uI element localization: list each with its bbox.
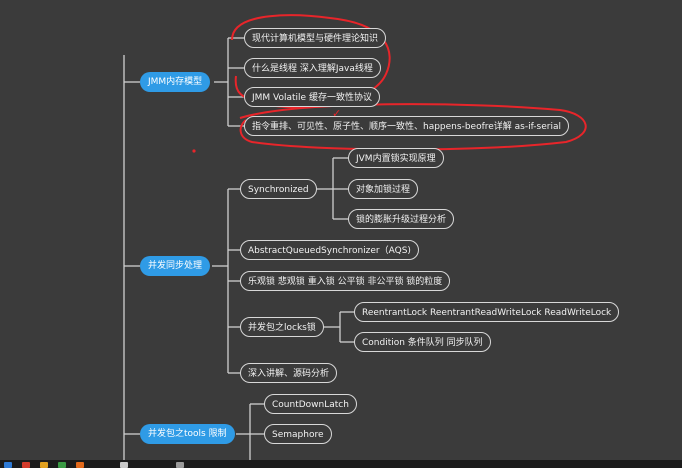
taskbar-app-icon[interactable] xyxy=(40,462,48,468)
taskbar-app-icon[interactable] xyxy=(120,462,128,468)
annotation-check-mark: ✓ xyxy=(332,107,342,120)
node-countdownlatch[interactable]: CountDownLatch xyxy=(264,394,357,414)
node-jmm-volatile[interactable]: JMM Volatile 缓存一致性协议 xyxy=(244,87,380,107)
taskbar-app-icon[interactable] xyxy=(22,462,30,468)
node-computer-model[interactable]: 现代计算机模型与硬件理论知识 xyxy=(244,28,387,48)
node-object-locking[interactable]: 对象加锁过程 xyxy=(348,179,419,199)
annotation-ellipse-bottom xyxy=(239,103,587,151)
taskbar-app-icon[interactable] xyxy=(4,462,12,468)
category-tools[interactable]: 并发包之tools 限制 xyxy=(140,424,235,444)
taskbar-app-icon[interactable] xyxy=(176,462,184,468)
node-reentrant-lock[interactable]: ReentrantLock ReentrantReadWriteLock Rea… xyxy=(354,302,620,322)
taskbar-app-icon[interactable] xyxy=(58,462,66,468)
category-jmm[interactable]: JMM内存模型 xyxy=(140,72,211,92)
node-condition-queue[interactable]: Condition 条件队列 同步队列 xyxy=(354,332,491,352)
category-sync[interactable]: 并发同步处理 xyxy=(140,256,211,276)
node-java-thread[interactable]: 什么是线程 深入理解Java线程 xyxy=(244,58,381,78)
node-synchronized[interactable]: Synchronized xyxy=(240,179,317,199)
node-jvm-builtin-lock[interactable]: JVM内置锁实现原理 xyxy=(348,148,444,168)
node-lock-types[interactable]: 乐观锁 悲观锁 重入锁 公平锁 非公平锁 锁的粒度 xyxy=(240,271,451,291)
node-reorder-visibility[interactable]: 指令重排、可见性、原子性、顺序一致性、happens-beofre详解 as-i… xyxy=(244,116,569,136)
node-semaphore[interactable]: Semaphore xyxy=(264,424,332,444)
annotation-dot xyxy=(192,149,196,153)
taskbar xyxy=(0,460,682,468)
taskbar-app-icon[interactable] xyxy=(76,462,84,468)
node-locks[interactable]: 并发包之locks锁 xyxy=(240,317,324,337)
node-deep-source[interactable]: 深入讲解、源码分析 xyxy=(240,363,338,383)
node-aqs[interactable]: AbstractQueuedSynchronizer（AQS) xyxy=(240,240,419,260)
node-lock-inflation[interactable]: 锁的膨胀升级过程分析 xyxy=(348,209,455,229)
